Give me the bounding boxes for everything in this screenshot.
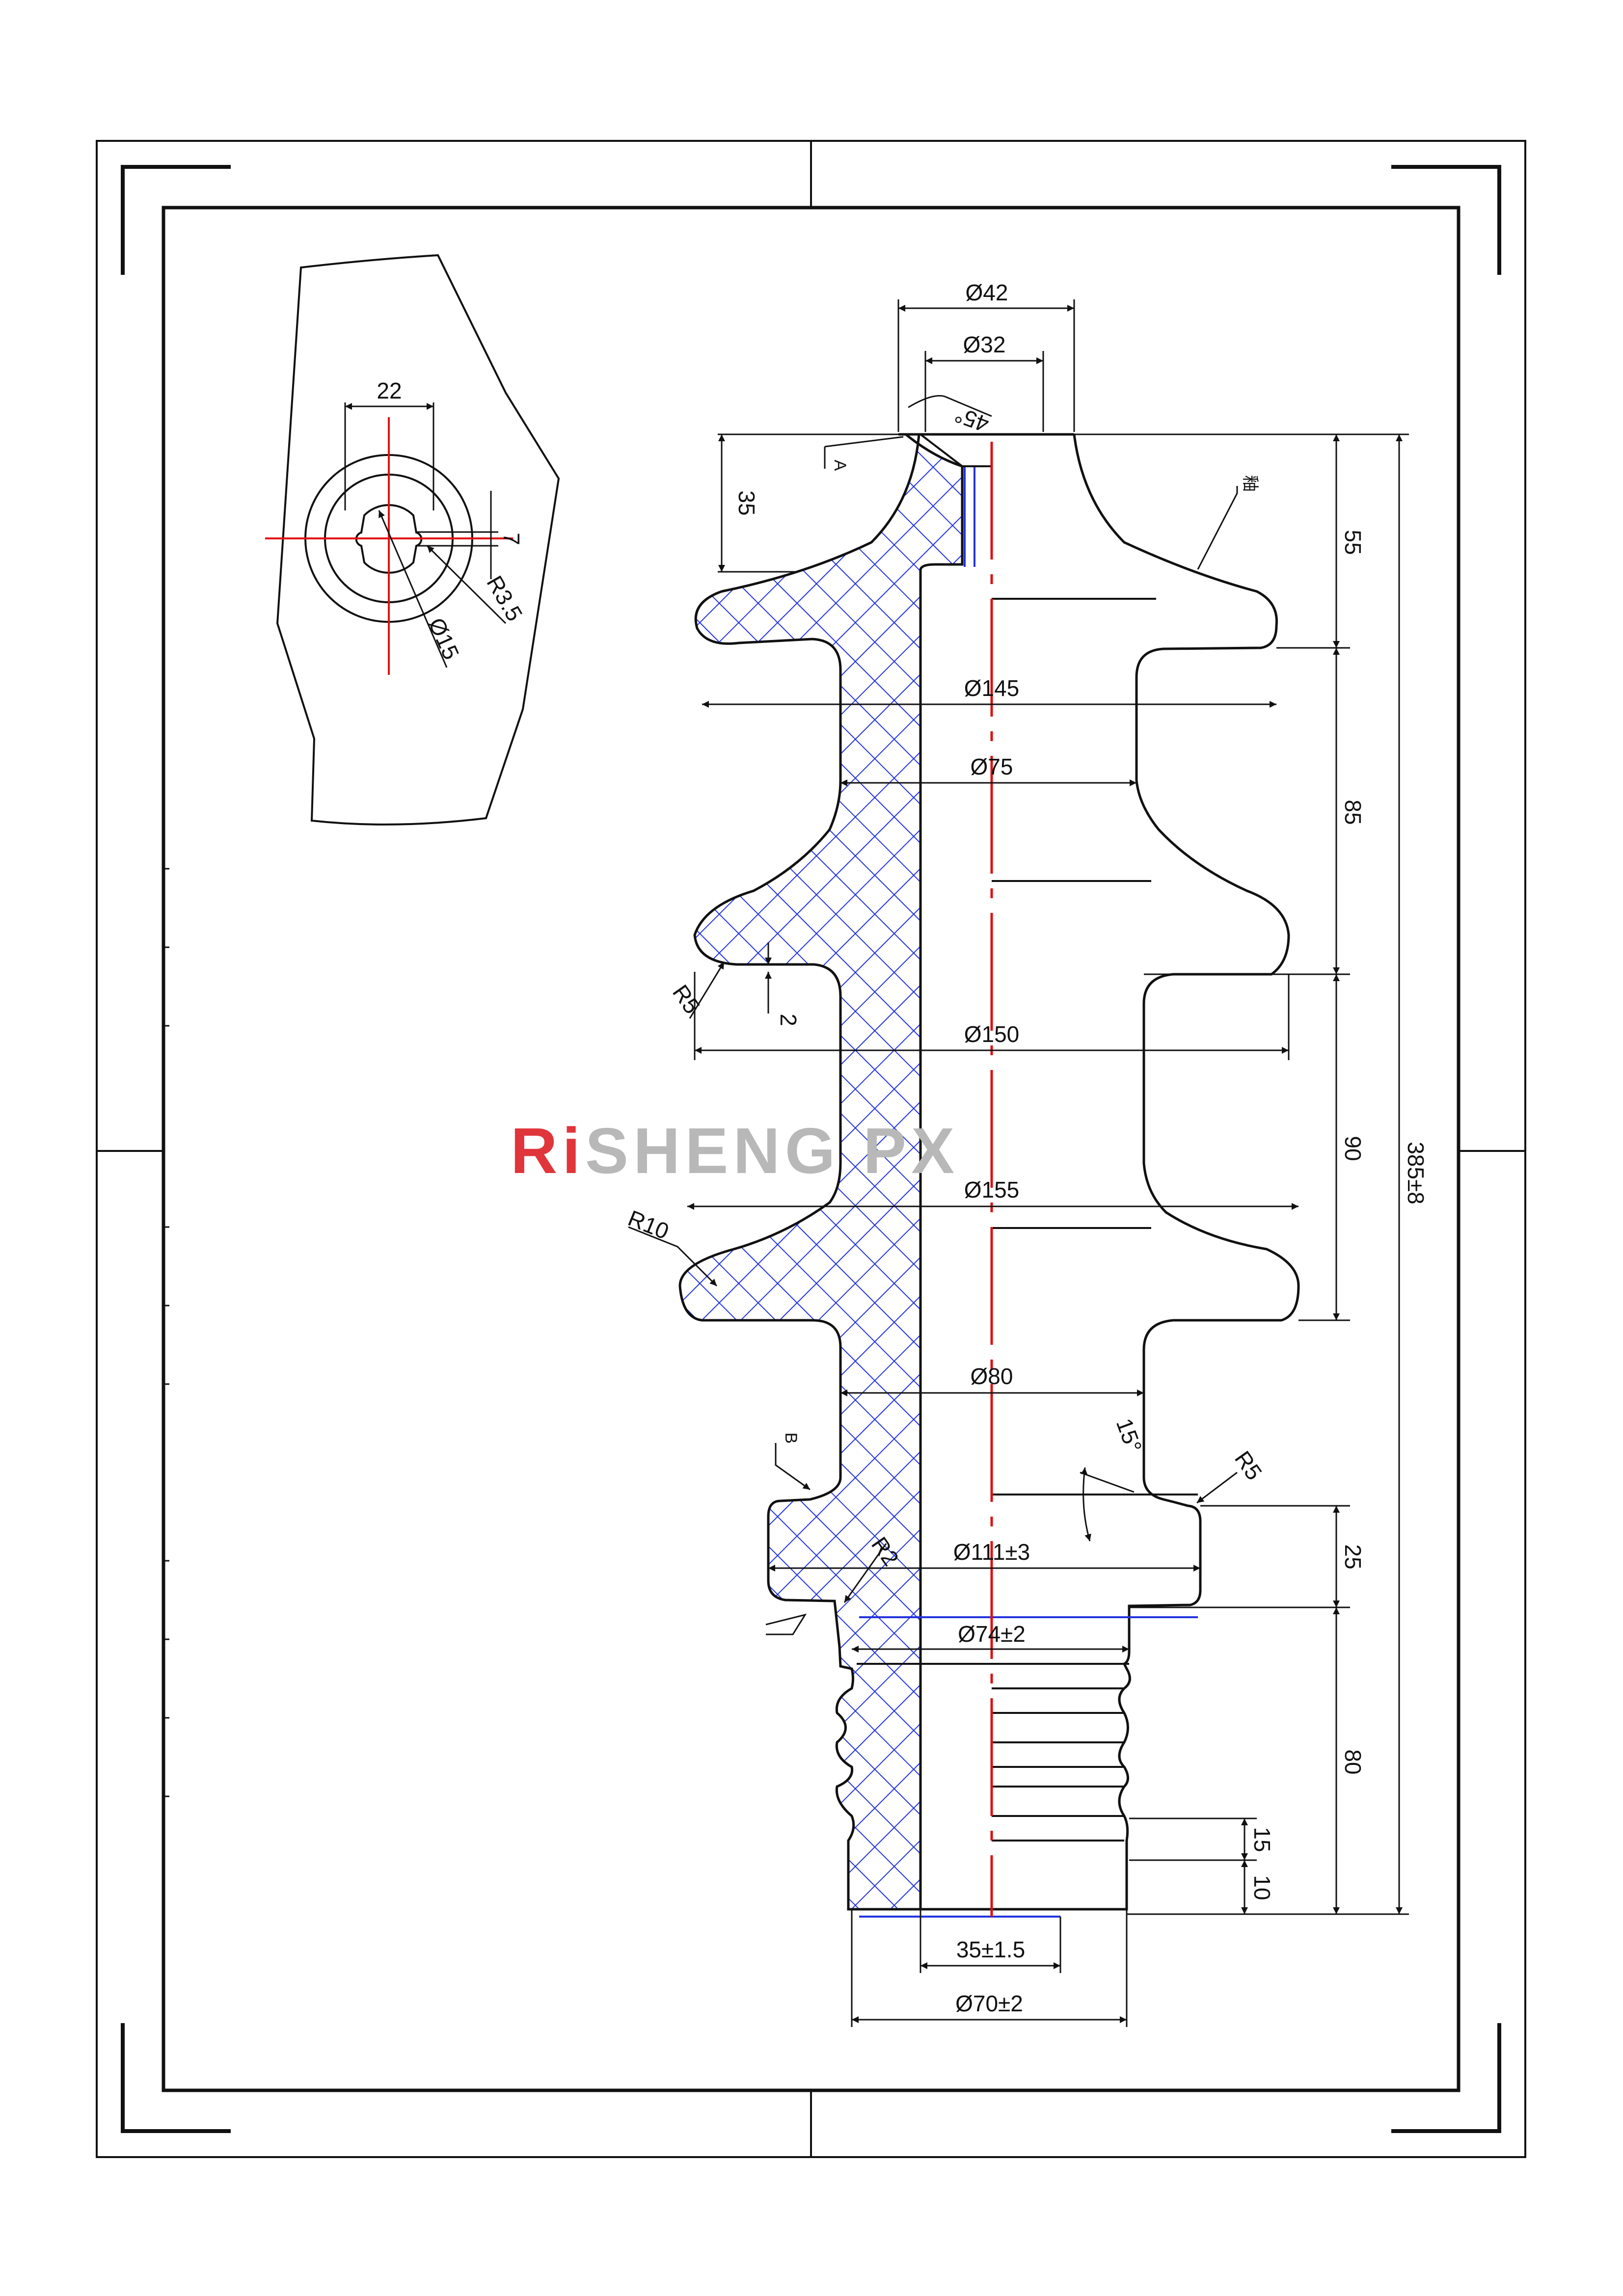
- detail-dim-diameter: Ø15: [424, 614, 464, 664]
- dim-h2: 85: [1340, 800, 1366, 825]
- detail-outline: [276, 254, 560, 826]
- dim-shed2: Ø150: [964, 1021, 1020, 1047]
- dim-shed1: Ø145: [964, 675, 1020, 701]
- dim-h3: 90: [1340, 1136, 1366, 1161]
- dim-radius-shed2: R5: [668, 980, 705, 1018]
- glaze-note: 釉: [1241, 475, 1259, 492]
- dim-h4: 25: [1340, 1544, 1366, 1569]
- watermark-part2: SHENG PX: [585, 1115, 959, 1187]
- dim-shed3: Ø155: [964, 1177, 1020, 1202]
- dim-angle: 15°: [1111, 1415, 1147, 1456]
- dim-radius-flange: R5: [1230, 1446, 1267, 1485]
- dim-radius-shed3: R10: [624, 1205, 673, 1244]
- dim-core1: Ø75: [971, 754, 1013, 779]
- dim-top-inner: Ø32: [963, 332, 1006, 357]
- dim-core2: Ø80: [971, 1363, 1013, 1389]
- dim-flange: Ø111±3: [953, 1539, 1030, 1565]
- dimension-labels: Ø42 Ø32 45° 35 A B Ø145 Ø75 Ø150 Ø155 Ø8…: [624, 280, 1429, 2016]
- dim-total: 385±8: [1403, 1142, 1429, 1204]
- hatched-section: [678, 433, 964, 1911]
- dim-thread: Ø74±2: [958, 1621, 1026, 1647]
- right-profile: [920, 434, 1300, 1911]
- dim-h1: 55: [1340, 530, 1366, 555]
- dim-gap: 2: [776, 1014, 801, 1026]
- dim-top-outer: Ø42: [966, 280, 1008, 305]
- top-detail-view: 22 7 R3.5 Ø15: [265, 254, 560, 826]
- label-b: B: [782, 1433, 800, 1444]
- detail-dim-radius: R3.5: [482, 571, 528, 625]
- watermark: RiSHENG PX: [511, 1115, 959, 1187]
- dim-top-height: 35: [734, 490, 759, 515]
- detail-dim-slot: 7: [499, 533, 524, 545]
- dimensions: [628, 299, 1409, 2027]
- dim-h5: 80: [1340, 1749, 1366, 1774]
- watermark-part1: Ri: [511, 1115, 585, 1187]
- dim-h6: 15: [1249, 1827, 1275, 1852]
- dim-base: Ø70±2: [955, 1991, 1023, 2016]
- drawing-frame: [96, 140, 1526, 2158]
- dim-h7: 10: [1249, 1875, 1275, 1900]
- detail-dim-width: 22: [377, 378, 402, 403]
- insulator-section: [678, 433, 1300, 1918]
- dim-chamfer: 45°: [951, 402, 992, 438]
- label-a: A: [831, 460, 849, 471]
- dim-bore: 35±1.5: [956, 1937, 1025, 1962]
- keyhole-slot: [355, 504, 423, 574]
